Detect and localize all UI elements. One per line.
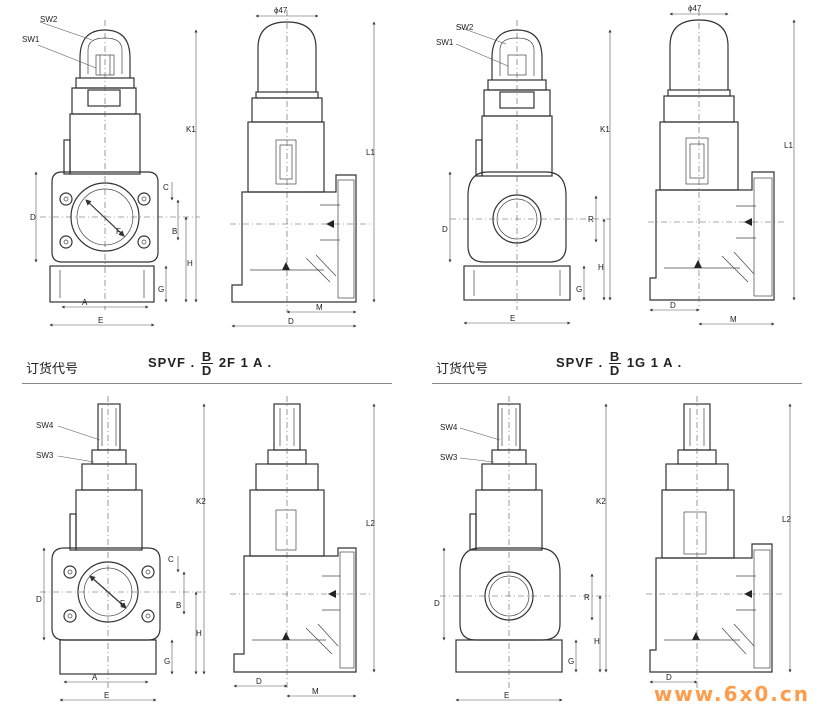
view-top-left-front: D A E C B H G K1 F SW2 SW1 [22, 15, 200, 327]
dim-K1: K1 [600, 125, 610, 134]
dim-C: C [163, 183, 169, 192]
dim-phi47: ϕ47 [688, 4, 702, 13]
dim-G: G [158, 285, 164, 294]
dim-G: G [568, 657, 574, 666]
dim-K1: K1 [186, 125, 196, 134]
dim-E: E [98, 316, 103, 325]
dim-E: E [104, 691, 109, 700]
dim-phi47: ϕ47 [274, 6, 288, 15]
label-sw1: SW1 [436, 38, 454, 47]
dim-L2: L2 [366, 519, 375, 528]
dim-A: A [92, 673, 98, 682]
order-caption: 订货代号 [26, 361, 79, 376]
dim-L1: L1 [366, 148, 375, 157]
dim-M: M [312, 687, 319, 696]
label-sw4: SW4 [36, 421, 54, 430]
dim-H: H [598, 263, 604, 272]
dim-H: H [594, 637, 600, 646]
view-top-right-front: D E R H G K1 SW2 SW1 [436, 20, 612, 325]
dim-L1: L1 [784, 141, 793, 150]
dim-B: B [176, 601, 181, 610]
dim-D: D [670, 301, 676, 310]
view-bottom-right-front: D E R H G K2 SW4 SW3 [434, 396, 610, 702]
dim-F: F [116, 227, 121, 236]
dim-G: G [576, 285, 582, 294]
dim-M: M [730, 315, 737, 324]
dim-A: A [82, 298, 88, 307]
dim-H: H [187, 259, 193, 268]
dim-K2: K2 [196, 497, 206, 506]
view-top-left-side: ϕ47 D M L1 [230, 6, 376, 328]
dim-L2: L2 [782, 515, 791, 524]
dim-D: D [442, 225, 448, 234]
label-sw4: SW4 [440, 423, 458, 432]
label-sw3: SW3 [440, 453, 458, 462]
dim-E: E [504, 691, 509, 700]
dim-E: E [510, 314, 515, 323]
dim-G: G [164, 657, 170, 666]
dim-H: H [196, 629, 202, 638]
dim-D: D [288, 317, 294, 326]
dim-D: D [30, 213, 36, 222]
dim-D: D [36, 595, 42, 604]
dim-D: D [434, 599, 440, 608]
divider [22, 383, 392, 384]
order-caption: 订货代号 [436, 361, 489, 376]
view-top-right-side: ϕ47 D M L1 [648, 4, 796, 326]
dim-C: C [168, 555, 174, 564]
dim-D: D [256, 677, 262, 686]
dim-B: B [172, 227, 177, 236]
dim-R: R [588, 215, 594, 224]
divider [432, 383, 802, 384]
dim-D: D [666, 673, 672, 682]
dim-R: R [584, 593, 590, 602]
view-bottom-left-front: D A E C B H G K2 F SW4 SW3 [36, 396, 206, 702]
label-sw3: SW3 [36, 451, 54, 460]
dim-K2: K2 [596, 497, 606, 506]
view-bottom-right-side: D L2 [646, 396, 792, 688]
view-bottom-left-side: D M L2 [230, 396, 376, 698]
watermark: www.6x0.cn [653, 682, 810, 706]
label-sw1: SW1 [22, 35, 40, 44]
dim-M: M [316, 303, 323, 312]
dim-F: F [120, 599, 125, 608]
label-sw2: SW2 [40, 15, 58, 24]
label-sw2: SW2 [456, 23, 474, 32]
